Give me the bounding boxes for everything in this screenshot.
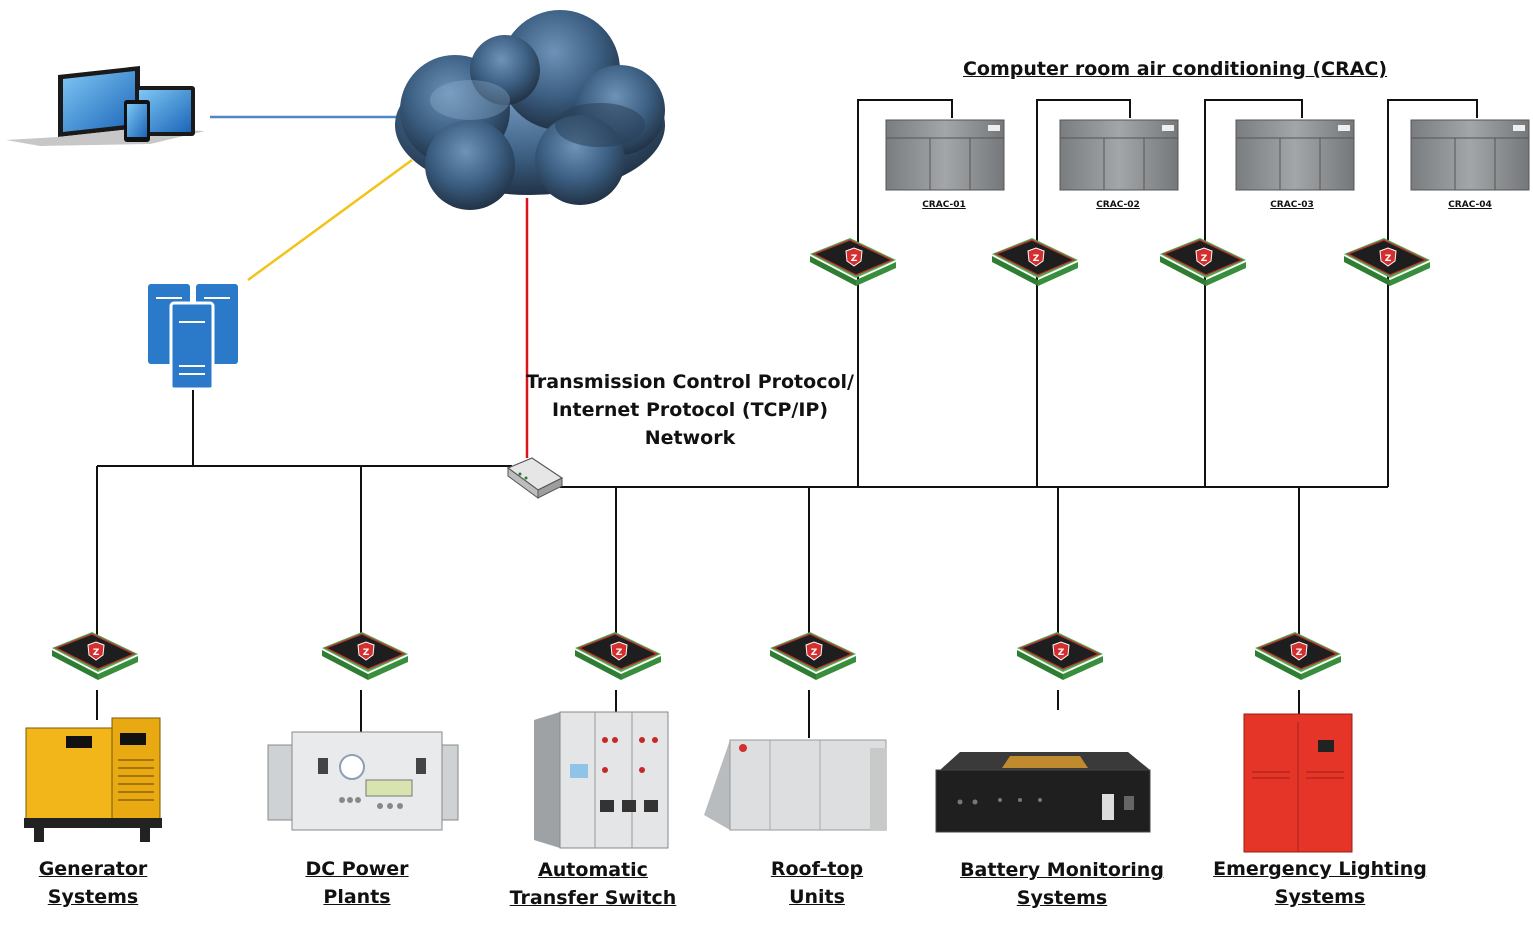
monitoring-module-dc-power — [321, 631, 409, 681]
generator-image — [24, 717, 162, 842]
rooftop-unit-image — [704, 739, 887, 831]
monitoring-module-crac-1 — [809, 237, 897, 287]
monitoring-module-rooftop — [769, 631, 857, 681]
monitoring-module-ats — [574, 631, 662, 681]
crac-unit-2 — [1059, 119, 1179, 191]
crac-unit-1 — [885, 119, 1005, 191]
network-label-line-3: Network — [644, 427, 736, 449]
server-link-line — [247, 158, 413, 282]
monitoring-module-battery — [1016, 631, 1104, 681]
laptop-tablet-icon — [6, 66, 205, 146]
crac-title: Computer room air conditioning (CRAC) — [962, 58, 1388, 80]
router-icon — [506, 457, 564, 499]
crac-label-2: CRAC-02 — [1096, 200, 1140, 210]
crac-label-4: CRAC-04 — [1448, 200, 1492, 210]
lan-wiring — [96, 99, 1478, 740]
network-label-line-1: Transmission Control Protocol/ — [526, 371, 854, 393]
crac-label-3: CRAC-03 — [1270, 200, 1314, 210]
crac-unit-3 — [1235, 119, 1355, 191]
cloud-icon — [395, 10, 665, 210]
monitoring-module-emergency — [1254, 631, 1342, 681]
emergency-lighting-image — [1243, 713, 1353, 853]
monitoring-module-generator — [51, 631, 139, 681]
network-label: Transmission Control Protocol/ Internet … — [520, 368, 860, 452]
transfer-switch-image — [534, 711, 669, 849]
crac-unit-4 — [1410, 119, 1530, 191]
monitoring-module-crac-3 — [1159, 237, 1247, 287]
server-icon — [148, 284, 238, 391]
monitoring-module-crac-2 — [991, 237, 1079, 287]
dc-power-plant-image — [267, 731, 459, 831]
battery-monitor-image — [935, 752, 1151, 833]
network-label-line-2: Internet Protocol (TCP/IP) — [551, 399, 829, 421]
crac-label-1: CRAC-01 — [922, 200, 966, 210]
monitoring-module-crac-4 — [1343, 237, 1431, 287]
